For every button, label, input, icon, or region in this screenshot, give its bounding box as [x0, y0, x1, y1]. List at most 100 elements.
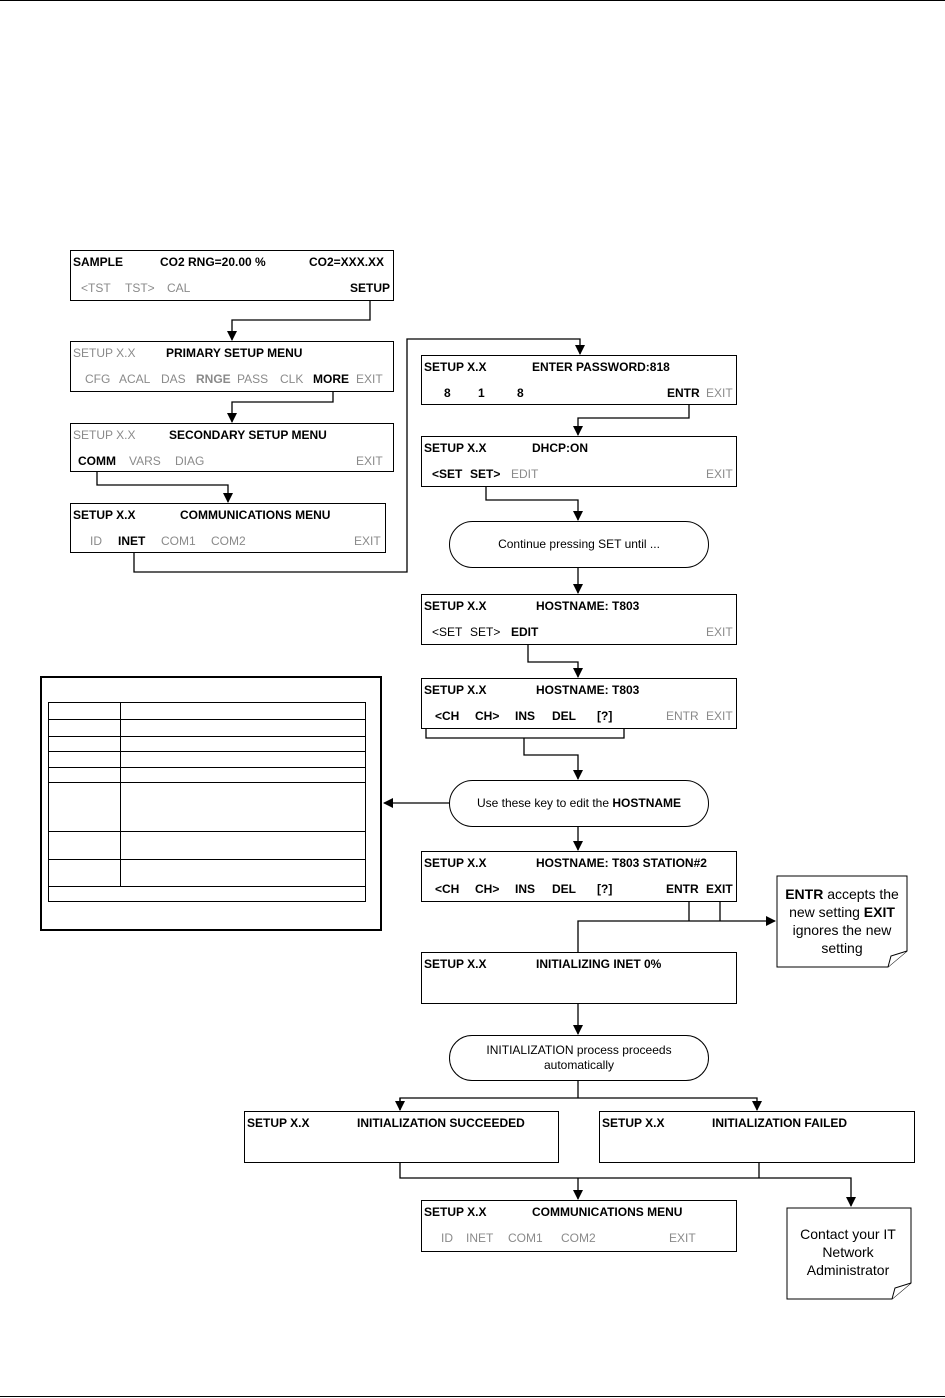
init-process-oval: INITIALIZATION process proceeds automati… — [449, 1035, 709, 1081]
comm-button[interactable]: COMM — [78, 454, 116, 468]
dhcp-status: DHCP:ON — [532, 441, 588, 455]
ch-prev-button[interactable]: <CH — [435, 882, 460, 896]
exit-button[interactable]: EXIT — [706, 625, 733, 639]
screen-initializing: SETUP X.X INITIALIZING INET 0% — [421, 952, 737, 1004]
conc-label: CO2=XXX.XX — [309, 255, 385, 269]
hostname-value: HOSTNAME: T803 — [536, 599, 640, 613]
setup-version: SETUP X.X — [424, 441, 487, 455]
contact-text: Contact your IT Network Administrator — [800, 1226, 896, 1278]
setup-version: SETUP X.X — [424, 683, 487, 697]
inet-button[interactable]: INET — [118, 534, 146, 548]
password-prompt: ENTER PASSWORD:818 — [532, 360, 670, 374]
ins-button[interactable]: INS — [515, 709, 536, 723]
setup-version: SETUP X.X — [73, 508, 136, 522]
more-button[interactable]: MORE — [313, 372, 349, 386]
exit-button[interactable]: EXIT — [356, 372, 383, 386]
cfg-button[interactable]: CFG — [85, 372, 111, 386]
screen-communications-menu: SETUP X.X COMMUNICATIONS MENU ID INET CO… — [70, 503, 386, 553]
exit-button[interactable]: EXIT — [669, 1231, 696, 1245]
ch-prev-button[interactable]: <CH — [435, 709, 460, 723]
clk-button[interactable]: CLK — [280, 372, 304, 386]
use-keys-text: Use these key to edit the — [476, 796, 610, 810]
digit-2-button[interactable]: 1 — [478, 386, 485, 400]
com2-button[interactable]: COM2 — [211, 534, 246, 548]
cal-button[interactable]: CAL — [167, 281, 191, 295]
note-entr-key: ENTR — [785, 886, 824, 902]
id-button[interactable]: ID — [90, 534, 102, 548]
menu-title: COMMUNICATIONS MENU — [532, 1205, 683, 1219]
setup-version: SETUP X.X — [73, 346, 136, 360]
screen-primary-setup: SETUP X.X PRIMARY SETUP MENU CFG ACAL DA… — [70, 341, 394, 392]
set-prev-button[interactable]: <SET — [432, 625, 463, 639]
exit-button[interactable]: EXIT — [354, 534, 381, 548]
init-process-text: INITIALIZATION process proceeds automati… — [486, 1043, 672, 1072]
edit-button[interactable]: EDIT — [511, 625, 539, 639]
entr-button[interactable]: ENTR — [666, 709, 699, 723]
das-button[interactable]: DAS — [161, 372, 186, 386]
char-button[interactable]: [?] — [597, 709, 613, 723]
hostname-value: HOSTNAME: T803 — [536, 683, 640, 697]
char-button[interactable]: [?] — [597, 882, 613, 896]
exit-button[interactable]: EXIT — [706, 882, 733, 896]
tst-next-button[interactable]: TST> — [125, 281, 155, 295]
exit-button[interactable]: EXIT — [706, 709, 733, 723]
tst-prev-button[interactable]: <TST — [81, 281, 111, 295]
key-definition-table — [40, 676, 382, 931]
init-status: INITIALIZING INET 0% — [536, 957, 662, 971]
setup-version: SETUP X.X — [602, 1116, 665, 1130]
setup-version: SETUP X.X — [424, 957, 487, 971]
set-next-button[interactable]: SET> — [470, 625, 501, 639]
entr-exit-note: ENTR accepts the new setting EXIT ignore… — [778, 885, 906, 957]
del-button[interactable]: DEL — [552, 709, 576, 723]
edit-button[interactable]: EDIT — [511, 467, 539, 481]
screen-dhcp: SETUP X.X DHCP:ON <SET SET> EDIT EXIT — [421, 436, 737, 487]
pass-button[interactable]: PASS — [237, 372, 269, 386]
note-entr-text: accepts the new setting — [789, 886, 899, 920]
vars-button[interactable]: VARS — [129, 454, 161, 468]
setup-version: SETUP X.X — [424, 599, 487, 613]
ch-next-button[interactable]: CH> — [475, 709, 500, 723]
screen-init-succeeded: SETUP X.X INITIALIZATION SUCCEEDED — [244, 1111, 559, 1163]
com1-button[interactable]: COM1 — [161, 534, 196, 548]
continue-text: Continue pressing SET until ... — [498, 537, 660, 551]
del-button[interactable]: DEL — [552, 882, 576, 896]
entr-button[interactable]: ENTR — [667, 386, 700, 400]
use-keys-hostname: HOSTNAME — [612, 796, 682, 810]
note-exit-text: ignores the new setting — [792, 922, 892, 956]
setup-button[interactable]: SETUP — [350, 281, 391, 295]
entr-button[interactable]: ENTR — [666, 882, 699, 896]
contact-admin-note: Contact your IT Network Administrator — [792, 1225, 904, 1279]
screen-communications-menu-final: SETUP X.X COMMUNICATIONS MENU ID INET CO… — [421, 1200, 737, 1252]
range-label: CO2 RNG=20.00 % — [160, 255, 266, 269]
use-keys-oval: Use these key to edit the HOSTNAME — [449, 780, 709, 827]
diag-button[interactable]: DIAG — [175, 454, 205, 468]
init-result: INITIALIZATION SUCCEEDED — [357, 1116, 525, 1130]
digit-1-button[interactable]: 8 — [444, 386, 451, 400]
screen-secondary-setup: SETUP X.X SECONDARY SETUP MENU COMM VARS… — [70, 423, 394, 472]
screen-hostname-edited: SETUP X.X HOSTNAME: T803 STATION#2 <CH C… — [421, 851, 737, 902]
exit-button[interactable]: EXIT — [356, 454, 383, 468]
digit-3-button[interactable]: 8 — [517, 386, 524, 400]
mode-label: SAMPLE — [73, 255, 124, 269]
menu-title: SECONDARY SETUP MENU — [169, 428, 327, 442]
acal-button[interactable]: ACAL — [119, 372, 151, 386]
screen-sample: SAMPLE CO2 RNG=20.00 % CO2=XXX.XX <TST T… — [70, 250, 394, 301]
ch-next-button[interactable]: CH> — [475, 882, 500, 896]
set-prev-button[interactable]: <SET — [432, 467, 463, 481]
exit-button[interactable]: EXIT — [706, 467, 733, 481]
id-button[interactable]: ID — [441, 1231, 453, 1245]
top-rule — [0, 0, 945, 1]
init-result: INITIALIZATION FAILED — [712, 1116, 848, 1130]
set-next-button[interactable]: SET> — [470, 467, 501, 481]
rnge-button[interactable]: RNGE — [196, 372, 231, 386]
bottom-rule — [0, 1396, 945, 1397]
com2-button[interactable]: COM2 — [561, 1231, 596, 1245]
inet-button[interactable]: INET — [466, 1231, 494, 1245]
setup-version: SETUP X.X — [424, 856, 487, 870]
ins-button[interactable]: INS — [515, 882, 536, 896]
exit-button[interactable]: EXIT — [706, 386, 733, 400]
com1-button[interactable]: COM1 — [508, 1231, 543, 1245]
setup-version: SETUP X.X — [73, 428, 136, 442]
screen-enter-password: SETUP X.X ENTER PASSWORD:818 8 1 8 ENTR … — [421, 355, 737, 405]
